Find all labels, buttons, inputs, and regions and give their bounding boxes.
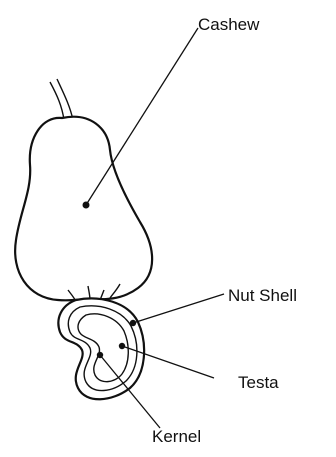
nut-shell-leader-line: [133, 294, 224, 323]
cashew-apple: [15, 117, 152, 301]
kernel-label: Kernel: [152, 427, 201, 446]
testa-label: Testa: [238, 373, 279, 392]
cashew-label: Cashew: [198, 15, 260, 34]
cashew-leader-line: [86, 28, 198, 205]
nut-shell-label: Nut Shell: [228, 286, 297, 305]
cashew-stem: [50, 79, 73, 120]
